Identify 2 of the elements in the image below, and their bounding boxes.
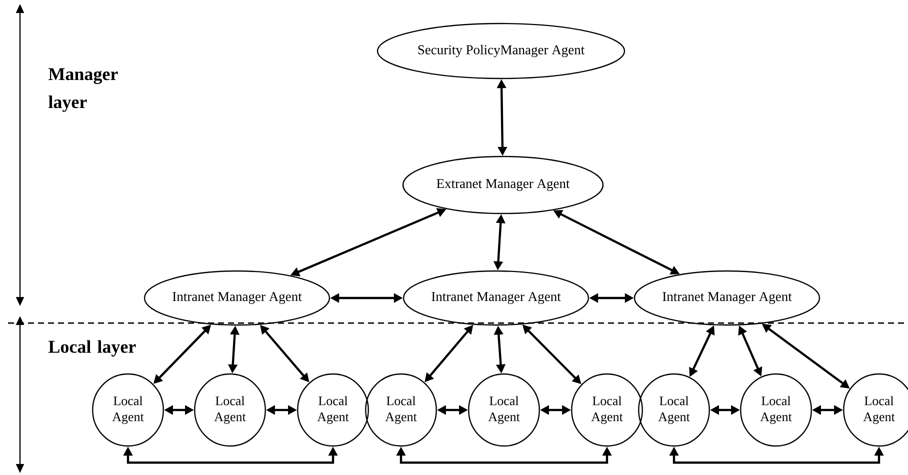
layer-label: Local layer (48, 340, 136, 357)
layer-label: Manager layer (48, 68, 118, 112)
